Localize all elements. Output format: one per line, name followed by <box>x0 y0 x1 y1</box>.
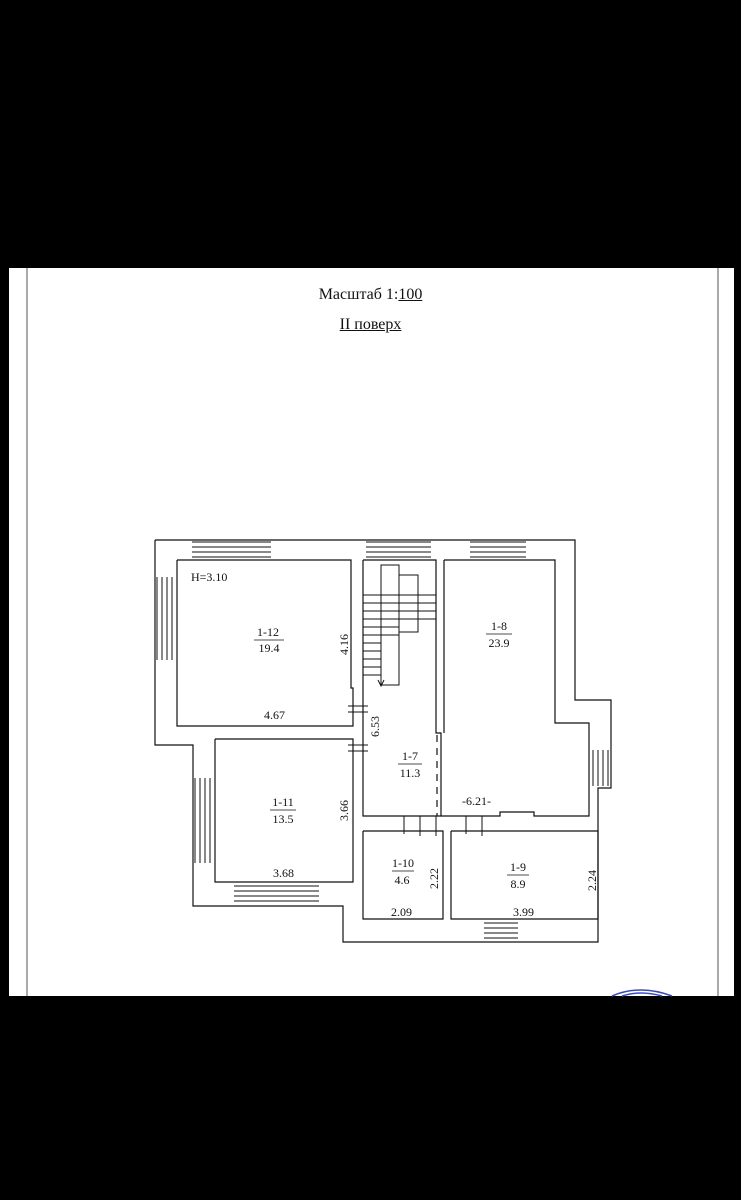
dimension-label: 2.09 <box>391 905 412 919</box>
room-area: 4.6 <box>395 873 410 887</box>
window-top-middle <box>366 541 431 558</box>
room-area: 13.5 <box>273 812 294 826</box>
window-bottom-right <box>484 922 518 939</box>
scale-prefix: Масштаб 1: <box>318 286 399 303</box>
dimension-labels: 4.67 3.68 -6.21- 2.09 3.99 4.16 6.53 3.6… <box>264 634 599 919</box>
staircase <box>363 564 436 688</box>
dimension-label: -6.21- <box>462 794 491 808</box>
window-top-left <box>192 541 271 558</box>
room-id: 1-10 <box>392 856 414 870</box>
room-area: 8.9 <box>511 877 526 891</box>
dimension-label: 4.16 <box>337 634 351 655</box>
windows <box>156 541 609 939</box>
room-1-11-wall <box>214 738 354 883</box>
scale-title: Масштаб 1:100 <box>0 286 741 304</box>
room-1-8-wall <box>441 559 590 817</box>
room-id: 1-11 <box>272 795 294 809</box>
dimension-label: 6.53 <box>368 716 382 737</box>
dimension-label: 2.22 <box>427 868 441 889</box>
height-label: H=3.10 <box>191 570 227 584</box>
outer-wall <box>154 539 612 943</box>
door-marks <box>348 705 483 836</box>
dimension-label: 3.99 <box>513 905 534 919</box>
scale-value: 100 <box>398 286 423 303</box>
room-1-10-wall <box>362 830 444 920</box>
room-id: 1-7 <box>402 749 418 763</box>
room-area: 11.3 <box>400 766 421 780</box>
room-1-7-wall <box>362 559 442 817</box>
window-bottom-left <box>234 885 319 902</box>
room-area: 23.9 <box>489 636 510 650</box>
window-right <box>592 750 609 786</box>
dimension-label: 4.67 <box>264 708 285 722</box>
walls <box>154 539 612 943</box>
room-1-12-wall <box>176 559 354 727</box>
window-left-upper <box>156 577 173 660</box>
dimension-label: 3.68 <box>273 866 294 880</box>
floor-label: II поверх <box>339 316 402 333</box>
dimension-label: 2.24 <box>585 870 599 891</box>
document-sheet <box>9 268 734 996</box>
room-1-9-wall <box>450 830 599 920</box>
room-area: 19.4 <box>259 641 280 655</box>
room-id: 1-12 <box>257 625 279 639</box>
floor-title: II поверх <box>0 316 741 334</box>
sheet-border <box>26 268 719 996</box>
room-id: 1-8 <box>491 619 507 633</box>
room-labels: 1-12 19.4 1-11 13.5 1-7 11.3 1-8 23.9 1-… <box>254 619 529 891</box>
room-id: 1-9 <box>510 860 526 874</box>
window-top-right <box>470 541 526 558</box>
dimension-label: 3.66 <box>337 800 351 821</box>
window-left-lower <box>194 778 211 863</box>
stamp-fragment <box>611 989 673 997</box>
